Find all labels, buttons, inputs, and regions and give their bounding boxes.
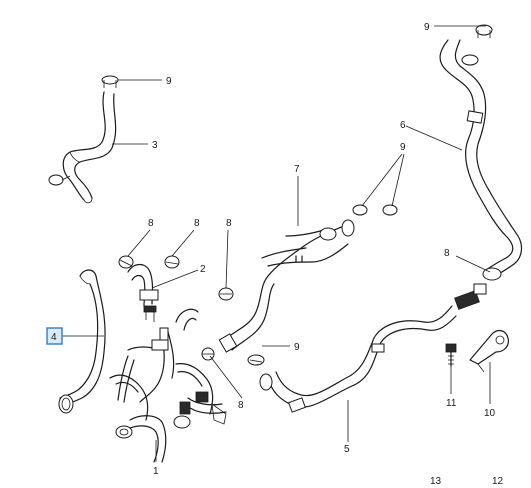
- leader-lines: [62, 25, 491, 462]
- callout-8-e: 8: [444, 248, 450, 259]
- callout-9-upper-center: 9: [400, 142, 406, 153]
- callout-label: 12: [492, 476, 504, 487]
- hose-part-2[interactable]: [127, 263, 159, 323]
- callout-8-c: 8: [226, 218, 232, 229]
- callout-7: 7: [294, 164, 300, 175]
- callout-1: 1: [153, 466, 159, 477]
- callout-3: 3: [152, 140, 158, 151]
- callout-9-top-left: 9: [166, 76, 172, 87]
- pipe-part-7[interactable]: [218, 219, 355, 353]
- clamp-part-8-c[interactable]: [218, 287, 234, 301]
- highlight-box: [46, 327, 63, 345]
- callout-label: 11: [446, 398, 457, 409]
- clamp-part-8-a[interactable]: [118, 255, 134, 269]
- callout-2: 2: [200, 264, 206, 275]
- callout-label: 13: [430, 476, 442, 487]
- callout-8-a: 8: [148, 218, 154, 229]
- callout-5: 5: [344, 444, 350, 455]
- callout-label: 8: [226, 218, 232, 229]
- clamp-part-9-center[interactable]: [247, 354, 265, 366]
- callout-6: 6: [400, 120, 406, 131]
- callout-11: 11: [446, 398, 457, 409]
- hose-part-5[interactable]: [259, 283, 487, 413]
- hose-part-6[interactable]: [439, 39, 523, 281]
- callout-4-highlighted[interactable]: 4: [46, 327, 63, 345]
- callout-label: 9: [166, 76, 172, 87]
- clamp-part-9-upper-center-a[interactable]: [352, 204, 368, 216]
- callout-label: 2: [200, 264, 206, 275]
- callout-label: 3: [152, 140, 158, 151]
- callout-label: 9: [294, 342, 300, 353]
- callout-9-top-right: 9: [424, 22, 430, 33]
- callout-label: 7: [294, 164, 300, 175]
- clamp-part-9-top-left[interactable]: [101, 75, 119, 88]
- pipe-assembly-part-1[interactable]: [109, 308, 227, 463]
- callout-12: 12: [492, 476, 504, 487]
- bracket-part-10[interactable]: [469, 329, 509, 373]
- callout-label: 5: [344, 444, 350, 455]
- clamp-part-9-upper-center-b[interactable]: [382, 204, 398, 216]
- clamp-part-8-d[interactable]: [201, 347, 215, 361]
- bolt-part-11[interactable]: [445, 343, 457, 367]
- hose-part-3[interactable]: [62, 91, 117, 204]
- callout-label: 4: [51, 332, 57, 343]
- callout-10: 10: [484, 408, 496, 419]
- callout-label: 9: [424, 22, 430, 33]
- callout-13: 13: [430, 476, 442, 487]
- callout-label: 8: [194, 218, 200, 229]
- callout-label: 8: [238, 400, 244, 411]
- hose-part-4[interactable]: [58, 269, 106, 414]
- callout-8-d: 8: [238, 400, 244, 411]
- clamp-part-8-b[interactable]: [164, 255, 180, 269]
- callout-label: 6: [400, 120, 406, 131]
- callout-label: 8: [148, 218, 154, 229]
- callout-label: 8: [444, 248, 450, 259]
- clamp-part-9-top-right[interactable]: [475, 24, 493, 38]
- callout-label: 1: [153, 466, 159, 477]
- callout-label: 10: [484, 408, 496, 419]
- callout-label: 9: [400, 142, 406, 153]
- callout-8-b: 8: [194, 218, 200, 229]
- callout-9-center: 9: [294, 342, 300, 353]
- clamp-part-3-lower[interactable]: [48, 174, 71, 186]
